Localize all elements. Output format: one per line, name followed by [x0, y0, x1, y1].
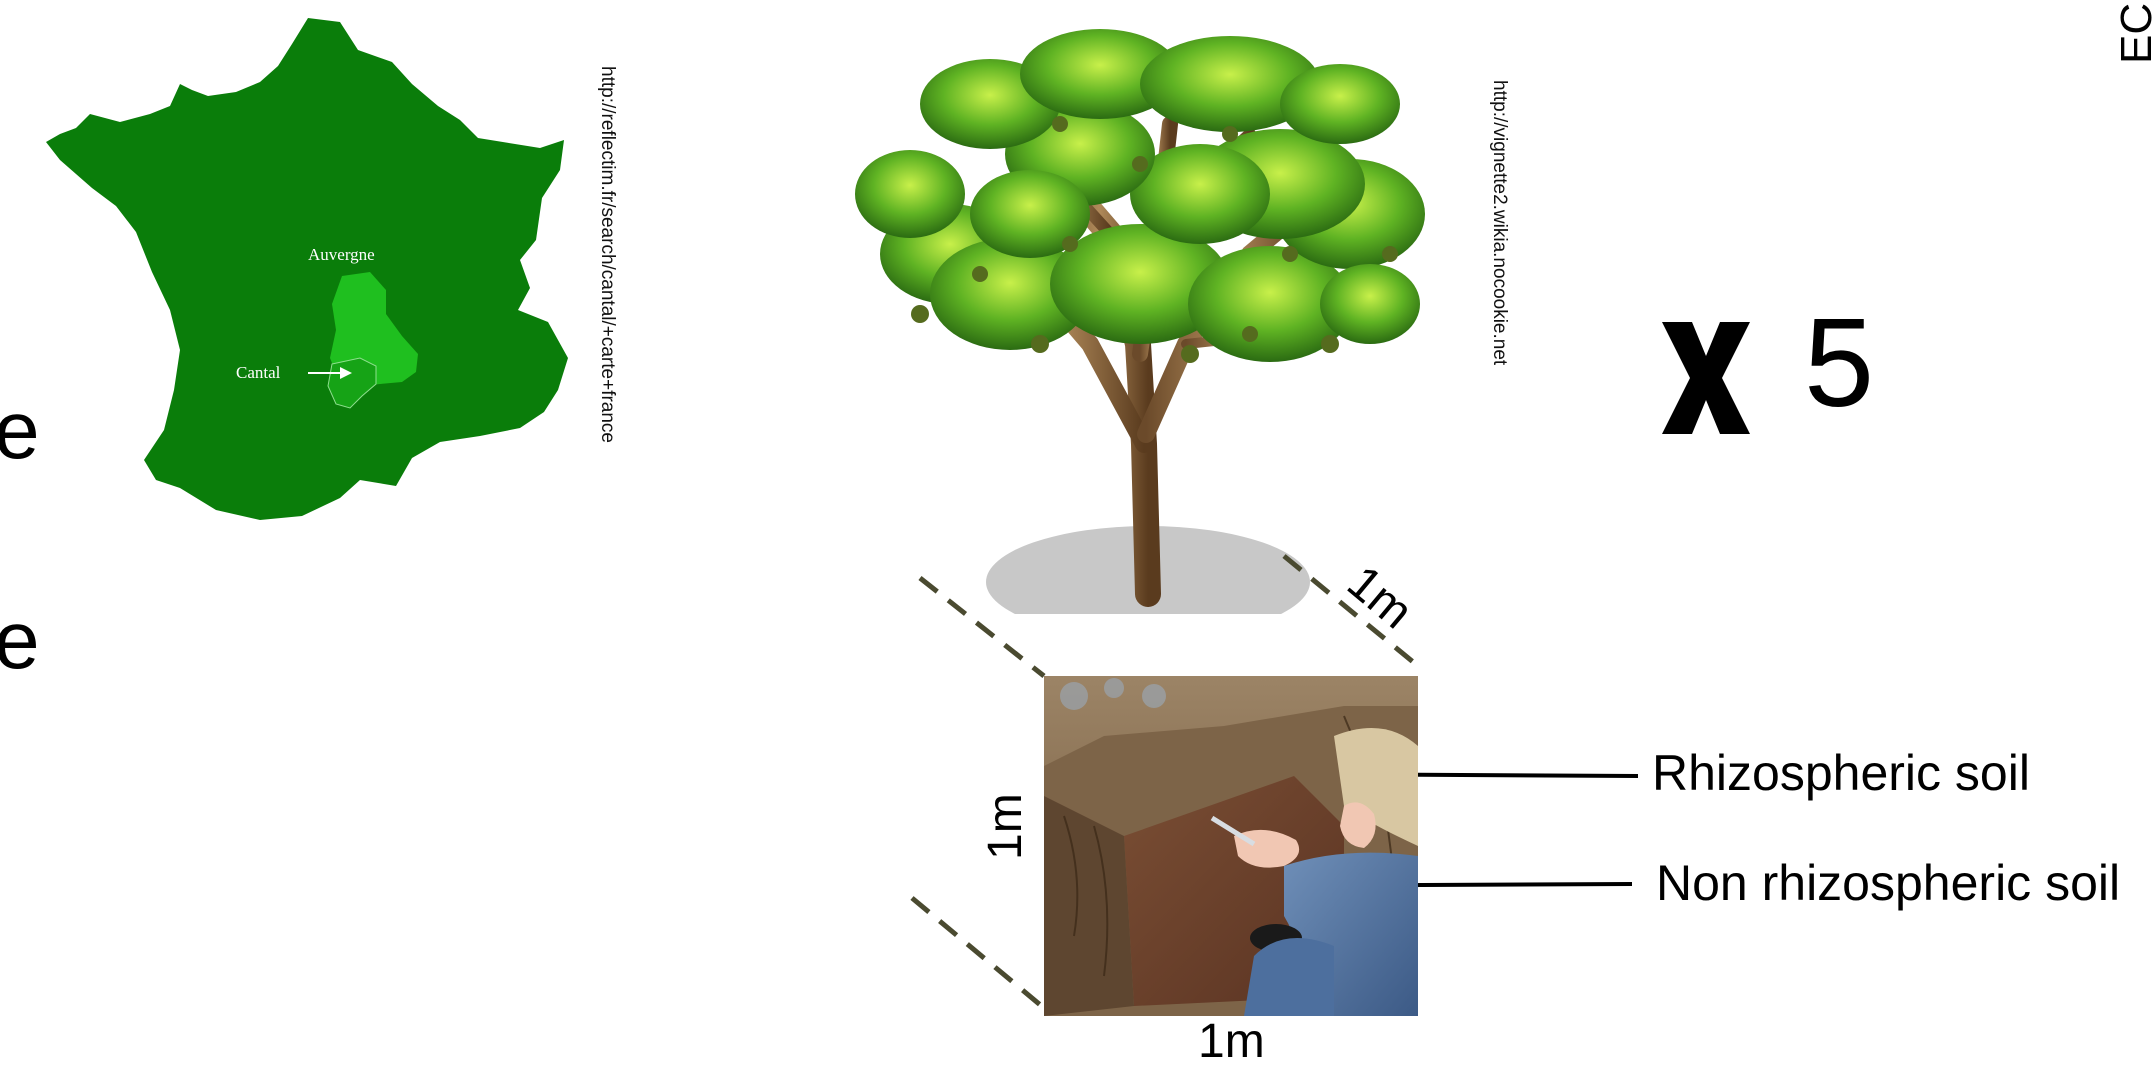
- dimension-width-label: 1m: [1198, 1014, 1265, 1069]
- dashed-line-bottom-left: [912, 898, 1044, 1008]
- dimension-height-label: 1m: [978, 793, 1033, 860]
- dashed-line-top-left: [920, 578, 1044, 676]
- soil-pit-photo: [1044, 676, 1418, 1016]
- label-rhizospheric-soil: Rhizospheric soil: [1652, 744, 2030, 802]
- label-non-rhizospheric-soil: Non rhizospheric soil: [1656, 854, 2120, 912]
